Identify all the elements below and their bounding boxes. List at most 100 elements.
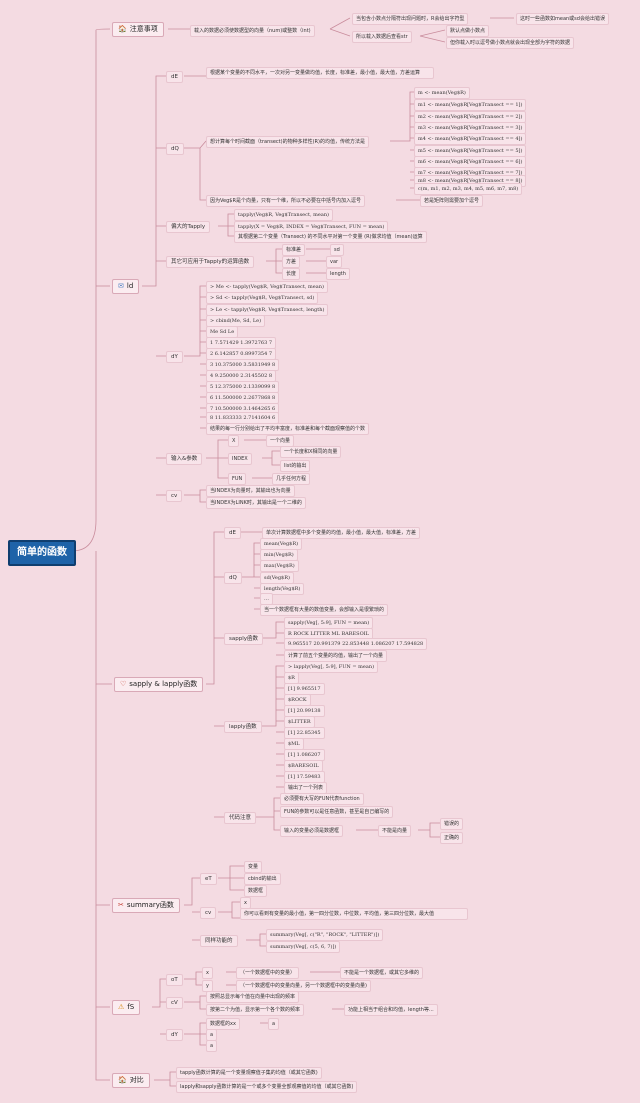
- other-name[interactable]: 方差: [282, 256, 301, 268]
- summary-same-label[interactable]: 同样功能的: [200, 935, 238, 947]
- arg-INDEX[interactable]: INDEX: [228, 453, 252, 465]
- summary-eT-item[interactable]: cbind的输出: [244, 873, 281, 885]
- other-fn[interactable]: var: [326, 256, 343, 268]
- arg-FUN-desc[interactable]: 几乎任何方程: [272, 473, 311, 485]
- dy-line[interactable]: > Le <- tapply(Veg$R, Veg$Transect, leng…: [206, 304, 329, 316]
- dy-line[interactable]: > Sd <- tapply(Veg$R, Veg$Transect, sd): [206, 292, 319, 304]
- summary-same-item[interactable]: summary(Veg[, c(5, 6, 7)]): [266, 941, 341, 953]
- ld-dQ-note2[interactable]: 若是矩阵则需要加个逗号: [420, 195, 484, 207]
- code-note-item[interactable]: FUN的参数可以是任意函数，甚至是自己编写的: [280, 806, 394, 818]
- other-fn[interactable]: length: [326, 268, 350, 280]
- code-note-wrong[interactable]: 错误的: [440, 818, 464, 830]
- summary-eT-item[interactable]: 变量: [244, 861, 263, 873]
- sapply-dE-label[interactable]: dE: [224, 527, 241, 539]
- fS-cV-item[interactable]: 按第二个为值，显示第一个各个数的频率: [206, 1004, 305, 1016]
- code-note-item[interactable]: 必须要有大写的FUN代表function: [280, 793, 364, 805]
- scissors-icon: ✂: [118, 901, 124, 909]
- branch-summary-label: summary函数: [126, 901, 174, 909]
- tapply-item[interactable]: tapply(Veg$R, Veg$Transect, mean): [234, 209, 333, 221]
- fS-oT-label[interactable]: oT: [166, 974, 183, 986]
- branch-ld[interactable]: ✉ld: [112, 279, 140, 294]
- ld-dQ-desc[interactable]: 想计算每个时间截面（transect)的物种多样性(R)的均值，传统方法是: [206, 136, 369, 148]
- branch-fS-label: fS: [127, 1003, 135, 1011]
- dq-code-line[interactable]: c(m, m1, m2, m3, m4, m5, m6, m7, m8): [414, 183, 523, 195]
- fS-oT-arg[interactable]: x: [202, 967, 213, 979]
- fS-dY-item[interactable]: a: [268, 1018, 280, 1030]
- dy-line[interactable]: 结果的每一行分别给出了平均丰富度，标准差和每个截面观察值的个数: [206, 423, 370, 435]
- heart-icon: ♡: [120, 680, 127, 688]
- sapply-dQ-label[interactable]: dQ: [224, 572, 242, 584]
- ld-tapply-label[interactable]: 偏大的Tapply: [166, 221, 211, 233]
- root-node[interactable]: 简单的函数: [8, 540, 76, 566]
- note-item[interactable]: 载入的数据必须使数据型的向量（num)或整数（int): [190, 25, 315, 37]
- branch-summary[interactable]: ✂summary函数: [112, 898, 180, 913]
- code-note-not[interactable]: 不能是向量: [378, 825, 412, 837]
- compare-item[interactable]: lapply和sapply函数计算的是一个或多个变量全部观察值的均值（或其它函数…: [176, 1081, 358, 1093]
- sapply-fn-label[interactable]: sapply函数: [224, 633, 264, 645]
- cv-item[interactable]: 当INDEX为向量时，其输出也为向量: [206, 485, 295, 497]
- note-item[interactable]: 但你载入时以逗号做小数点就会出现全部为字符的数据: [446, 37, 575, 49]
- arg-INDEX-desc[interactable]: 一个长度和X相同的向量: [280, 446, 342, 458]
- fS-dY-item[interactable]: a: [206, 1040, 218, 1052]
- fS-cV-item[interactable]: 按照总显示每个值在向量中出现的频率: [206, 991, 300, 1003]
- arg-INDEX-desc[interactable]: list的输出: [280, 460, 311, 472]
- code-note-item[interactable]: 输入的变量必须是数据框: [280, 825, 344, 837]
- branch-sapply[interactable]: ♡sapply & lapply函数: [114, 677, 204, 692]
- fS-oT-desc[interactable]: （一个数据框中的变量）: [236, 967, 300, 979]
- summary-cv-label[interactable]: cv: [200, 907, 217, 919]
- branch-notes-label: 注意事项: [129, 25, 158, 33]
- arg-X[interactable]: X: [228, 435, 240, 447]
- sapply-dQ-item[interactable]: max(Veg$R): [260, 560, 299, 572]
- ld-dY-label[interactable]: dY: [166, 351, 183, 363]
- branch-notes[interactable]: 🏠注意事项: [112, 22, 164, 37]
- tapply-item[interactable]: 其根据第二个变量（Transect) 的不同水平对第一个变量 (R)做求均值（m…: [234, 231, 427, 243]
- lapply-fn-label[interactable]: lapply函数: [224, 721, 262, 733]
- warning-icon: ⚠: [118, 1003, 125, 1011]
- fS-dY-item[interactable]: 数据框的xx: [206, 1018, 240, 1030]
- summary-same-item[interactable]: summary(Veg[, c("R", "ROCK", "LITTER")]): [266, 929, 384, 941]
- lapply-fn-item[interactable]: [1] 22.85345: [284, 727, 325, 739]
- branch-sapply-label: sapply & lapply函数: [129, 680, 198, 688]
- other-fn[interactable]: sd: [330, 244, 344, 256]
- ld-dQ-note[interactable]: 因为Veg$R是个向量，只有一个维，所以不必要在中括号内加入逗号: [206, 195, 365, 207]
- dq-code-line[interactable]: m <- mean(Veg$R): [414, 87, 470, 99]
- branch-compare-label: 对比: [129, 1076, 144, 1084]
- ld-cv-label[interactable]: cv: [166, 490, 183, 502]
- summary-eT-item[interactable]: 数据框: [244, 885, 268, 897]
- branch-fS[interactable]: ⚠fS: [112, 1000, 141, 1015]
- lapply-fn-item[interactable]: > lapply(Veg[, 5:9], FUN = mean): [284, 661, 379, 673]
- sapply-dE-text[interactable]: 单次计算数据框中多个变量的均值，最小值，最大值，标准差，方差: [262, 527, 421, 539]
- sapply-fn-item[interactable]: 9.965517 20.991379 22.853448 1.086207 17…: [284, 638, 428, 650]
- branch-ld-label: ld: [126, 282, 134, 290]
- send-icon: ✉: [118, 282, 124, 290]
- note-item[interactable]: 这时一些函数如mean或sd会给出错误: [516, 13, 609, 25]
- branch-compare[interactable]: 🏠对比: [112, 1073, 150, 1088]
- fS-dY-label[interactable]: dY: [166, 1029, 183, 1041]
- fS-cV-label[interactable]: cV: [166, 997, 183, 1009]
- dq-code-line[interactable]: m4 <- mean(Veg$R[Veg$Transect == 4]): [414, 133, 527, 145]
- note-item[interactable]: 当包含小数点分隔符出现问题时，R会给出字符型: [352, 13, 469, 25]
- fS-oT-note[interactable]: 不能是一个数据框，或其它多维的: [340, 967, 424, 979]
- sapply-dQ-item[interactable]: 当一个数据框有大量的数值变量，会部输入是很繁琐的: [260, 604, 389, 616]
- ld-args-label[interactable]: 输入&参数: [166, 453, 203, 465]
- other-name[interactable]: 长度: [282, 268, 301, 280]
- other-name[interactable]: 标准差: [282, 244, 306, 256]
- ld-dE-text[interactable]: 根据某个变量的不同水平，一次对另一变量做均值，长度，标准差，最小值，最大值，方差…: [206, 67, 434, 79]
- compare-item[interactable]: tapply函数计算的是一个变量观察值子集的均值（或其它函数): [176, 1067, 322, 1079]
- note-item[interactable]: 所以载入数据后查看str: [352, 31, 412, 43]
- summary-cv-item[interactable]: 你可以看到有变量的最小值，第一四分位数，中位数，平均值，第三四分位数，最大值: [240, 908, 468, 920]
- code-note-label[interactable]: 代码注意: [224, 812, 257, 824]
- code-note-right[interactable]: 正确的: [440, 832, 464, 844]
- arg-FUN[interactable]: FUN: [228, 473, 247, 485]
- ld-dE-label[interactable]: dE: [166, 71, 183, 83]
- fS-oT-desc[interactable]: （一个数据框中的变量向量，另一个数据框中的变量向量): [236, 980, 371, 992]
- ld-other-label[interactable]: 其它可应用于Tapply的运算函数: [166, 256, 255, 268]
- cv-item[interactable]: 当INDEX为LINK时，其输出是一个二维的: [206, 497, 306, 509]
- dq-code-line[interactable]: m1 <- mean(Veg$R[Veg$Transect == 1]): [414, 99, 527, 111]
- ld-dQ-label[interactable]: dQ: [166, 143, 184, 155]
- note-item[interactable]: 默认点做小数点: [446, 25, 490, 37]
- summary-eT-label[interactable]: eT: [200, 873, 217, 885]
- fS-cV-item[interactable]: 功能上相当于组合和均值，length等...: [344, 1004, 438, 1016]
- sapply-dQ-item[interactable]: length(Veg$R): [260, 583, 305, 595]
